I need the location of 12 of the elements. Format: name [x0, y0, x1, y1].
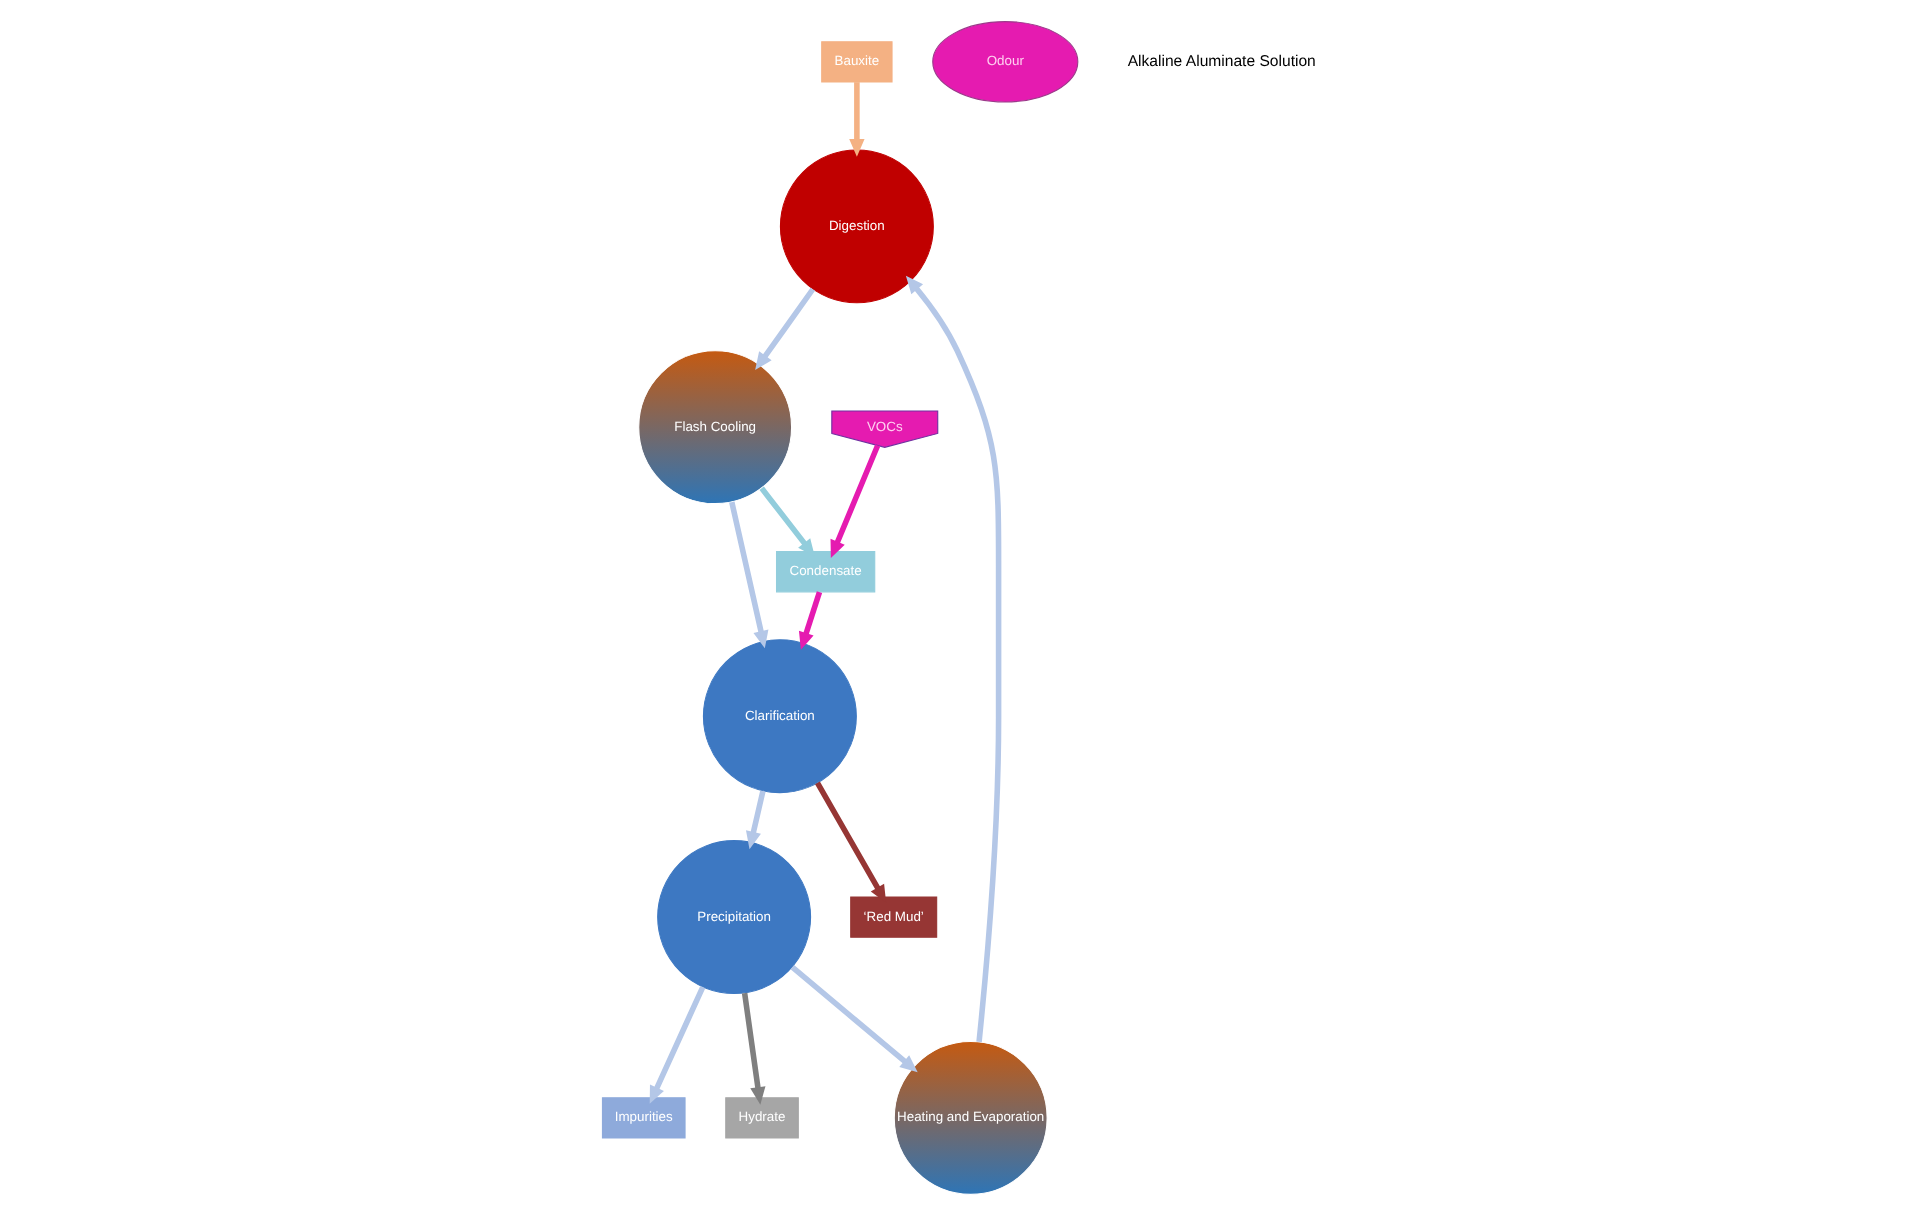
arrow [759, 486, 815, 557]
arrow [830, 444, 881, 558]
arrow [755, 287, 816, 371]
arrow [729, 501, 769, 649]
arrow [798, 591, 823, 650]
arrow [649, 985, 706, 1104]
arrow [815, 781, 887, 903]
arrow [741, 992, 766, 1105]
arrow [745, 790, 766, 850]
arrow [790, 964, 918, 1073]
arrow [905, 275, 1002, 1043]
arrow [849, 82, 865, 157]
